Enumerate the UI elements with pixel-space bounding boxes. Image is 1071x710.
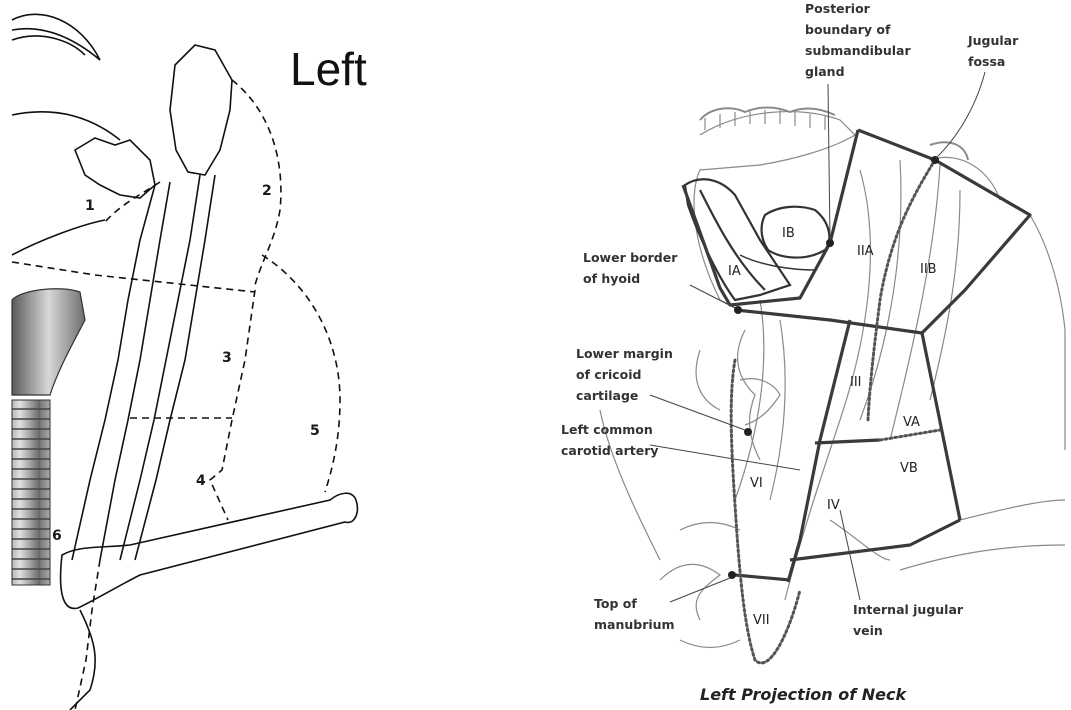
annotation-posterior-boundary: Posterior boundary of submandibular glan… [805, 1, 915, 79]
skull-base-process [170, 45, 232, 175]
level-vii: VII [753, 613, 770, 628]
mastoid-process [75, 138, 155, 198]
thyroid-cartilage [12, 289, 85, 395]
trachea [12, 400, 50, 585]
annotation-left-common-carotid: Left common carotid artery [561, 422, 659, 458]
zone-label-6: 6 [52, 528, 62, 544]
annotation-jugular-fossa: Jugular fossa [967, 33, 1023, 69]
level-iv: IV [827, 498, 840, 513]
zone-label-3: 3 [222, 350, 232, 366]
level-ia: IA [728, 264, 741, 279]
level-iib: IIB [920, 262, 937, 277]
zone-label-5: 5 [310, 423, 320, 439]
level-labels: IA IB IIA IIB III VA VB IV VI VII [728, 226, 937, 628]
zone-label-4: 4 [196, 473, 206, 489]
level-ib: IB [782, 226, 795, 241]
panel-title: Left [290, 43, 367, 95]
right-anatomy-sketch [600, 108, 1065, 648]
annotation-lower-margin-cricoid: Lower margin of cricoid cartilage [576, 346, 677, 403]
jaw-outline [12, 112, 120, 140]
scm-muscle [72, 185, 155, 560]
annotation-top-of-manubrium: Top of manubrium [594, 596, 675, 632]
annotation-internal-jugular: Internal jugular vein [853, 602, 967, 638]
annotation-lower-border-hyoid: Lower border of hyoid [583, 250, 682, 286]
level-vb: VB [900, 461, 918, 476]
level-vi: VI [750, 476, 763, 491]
zone-label-1: 1 [85, 198, 95, 214]
clavicle [61, 493, 358, 608]
level-iii: III [850, 375, 862, 390]
annotations: Posterior boundary of submandibular glan… [561, 1, 1023, 638]
level-va: VA [903, 415, 920, 430]
level-iia: IIA [857, 244, 874, 259]
zone-label-2: 2 [262, 183, 272, 199]
figure-caption: Left Projection of Neck [700, 685, 908, 704]
